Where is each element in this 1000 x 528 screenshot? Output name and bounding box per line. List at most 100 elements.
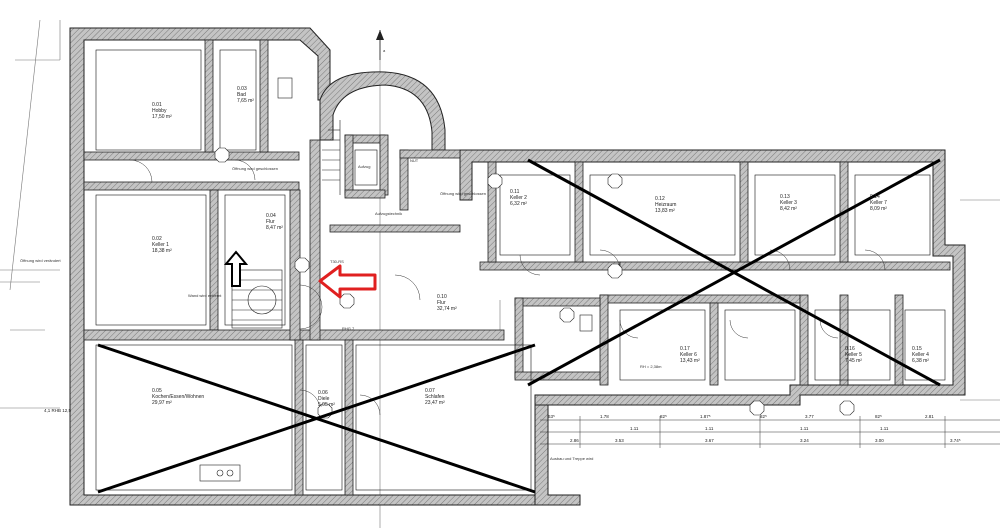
stair-up-arrow [223,250,249,287]
svg-text:0.05: 0.05 [152,388,162,394]
fixture-markers [199,77,855,482]
svg-text:Heizraum: Heizraum [655,202,676,208]
construction-lines [0,19,1000,528]
svg-text:29,97 m²: 29,97 m² [152,400,172,406]
svg-text:8,09 m²: 8,09 m² [870,206,887,212]
dimension-lines [540,416,1000,448]
svg-text:1.11: 1.11 [630,426,639,431]
svg-text:0.06: 0.06 [318,390,328,396]
svg-text:Aufzug: Aufzug [358,164,370,169]
interior-walls [83,39,951,496]
svg-text:6,38 m²: 6,38 m² [912,358,929,364]
svg-text:Wand wird entfernt: Wand wird entfernt [188,293,222,298]
south-annex-wall [534,404,581,506]
svg-text:0.07: 0.07 [425,388,435,394]
svg-text:1.11: 1.11 [880,426,889,431]
svg-text:Aufzugstechnik: Aufzugstechnik [375,211,402,216]
svg-text:1.11: 1.11 [705,426,714,431]
svg-text:82⁵: 82⁵ [875,414,882,419]
svg-text:RH = 2,38m: RH = 2,38m [640,364,662,369]
svg-text:63⁵: 63⁵ [548,414,555,419]
svg-text:4,1 RHB 12,5: 4,1 RHB 12,5 [44,408,72,413]
svg-text:Keller 3: Keller 3 [780,200,797,206]
svg-text:2.86: 2.86 [570,438,579,443]
svg-text:a: a [383,48,386,53]
svg-text:Flur: Flur [437,300,446,306]
svg-text:1.11: 1.11 [800,426,809,431]
svg-text:Keller 6: Keller 6 [680,352,697,358]
svg-text:Öffnung wird geschlossen: Öffnung wird geschlossen [232,166,278,171]
svg-text:NUT: NUT [410,158,419,163]
svg-text:Schlafen: Schlafen [425,394,445,400]
svg-text:8,42 m²: 8,42 m² [780,206,797,212]
svg-text:3.24: 3.24 [800,438,809,443]
svg-text:Keller 2: Keller 2 [510,195,527,201]
svg-text:Hobby: Hobby [152,108,167,114]
svg-text:0.02: 0.02 [152,236,162,242]
svg-text:7,65 m²: 7,65 m² [237,98,254,104]
door-swings [129,159,886,416]
svg-text:3.00: 3.00 [875,438,884,443]
svg-text:Flur: Flur [266,219,275,225]
svg-text:3.53: 3.53 [615,438,624,443]
svg-text:2.81: 2.81 [925,414,934,419]
svg-text:6,32 m²: 6,32 m² [510,201,527,207]
svg-text:0.14: 0.14 [870,194,880,200]
annotations: Aufzug Aufzugstechnik NUT Öffnung wird g… [20,48,662,461]
svg-text:1.87⁵: 1.87⁵ [700,414,711,419]
svg-text:Ausbau und Treppe wird: Ausbau und Treppe wird [550,456,593,461]
svg-text:3.77: 3.77 [805,414,814,419]
svg-text:3.74⁵: 3.74⁵ [950,438,961,443]
svg-text:82⁵: 82⁵ [760,414,767,419]
svg-text:8,47 m²: 8,47 m² [266,225,283,231]
east-wing-wall [459,149,966,496]
outer-walls [69,27,966,506]
dimension-text: 63⁵ 1.78 82⁵ 1.87⁵ 82⁵ 3.77 82⁵ 2.81 1.1… [44,408,961,443]
svg-text:13,43 m²: 13,43 m² [680,358,700,364]
svg-text:5,05 m²: 5,05 m² [318,402,335,408]
svg-text:0.16: 0.16 [845,346,855,352]
svg-text:0.15: 0.15 [912,346,922,352]
red-pointer-arrow [318,264,377,299]
room-outlines [95,49,946,491]
svg-text:0.10: 0.10 [437,294,447,300]
svg-text:7,45 m²: 7,45 m² [845,358,862,364]
svg-text:0.12: 0.12 [655,196,665,202]
svg-text:13,83 m²: 13,83 m² [655,208,675,214]
svg-text:0.13: 0.13 [780,194,790,200]
north-marker [376,30,384,60]
svg-text:Keller 1: Keller 1 [152,242,169,248]
svg-text:Keller 4: Keller 4 [912,352,929,358]
svg-text:23,47 m²: 23,47 m² [425,400,445,406]
svg-text:Keller 7: Keller 7 [870,200,887,206]
svg-text:0.17: 0.17 [680,346,690,352]
svg-text:Öffnung wird geschlossen: Öffnung wird geschlossen [440,191,486,196]
svg-text:RHG.7: RHG.7 [342,326,355,331]
svg-text:1.78: 1.78 [600,414,609,419]
svg-text:Kochen/Essen/Wohnen: Kochen/Essen/Wohnen [152,394,204,400]
svg-text:Diele: Diele [318,396,330,402]
demolition-crosses [97,158,941,494]
svg-text:Keller 5: Keller 5 [845,352,862,358]
svg-text:18,38 m²: 18,38 m² [152,248,172,254]
svg-text:32,74 m²: 32,74 m² [437,306,457,312]
svg-text:82⁵: 82⁵ [660,414,667,419]
svg-text:T30-RS: T30-RS [330,259,344,264]
stair-treads [231,120,341,329]
svg-text:0.03: 0.03 [237,86,247,92]
svg-text:0.01: 0.01 [152,102,162,108]
